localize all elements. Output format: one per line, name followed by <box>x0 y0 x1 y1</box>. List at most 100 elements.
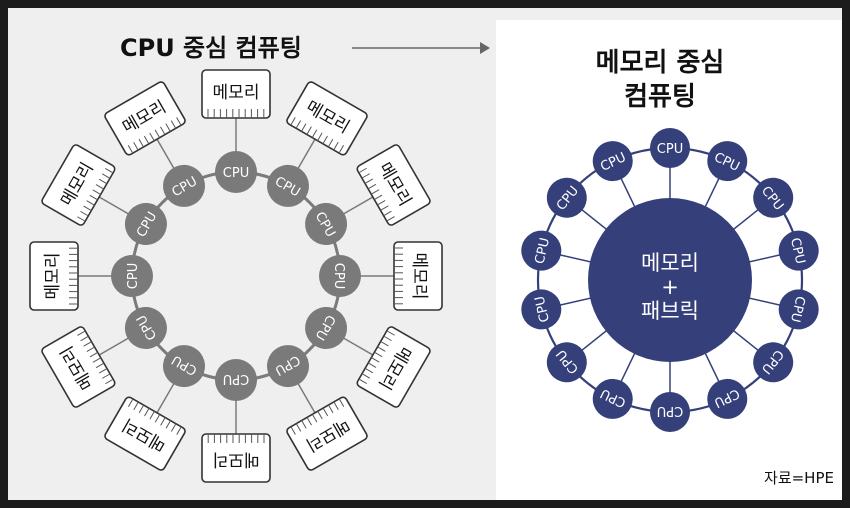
cpu-label: CPU <box>331 263 346 289</box>
cpu-node-circle <box>319 255 361 297</box>
cpu-node: CPU <box>592 378 633 419</box>
cpu-node-circle <box>163 345 205 388</box>
memory-pin <box>367 362 377 368</box>
cpu-node-circle <box>305 203 348 245</box>
cpu-node: CPU <box>267 345 309 388</box>
cpu-node-circle <box>707 141 748 182</box>
memory-pin <box>371 357 380 363</box>
memory-pin <box>98 368 108 374</box>
cpu-node-circle <box>124 203 167 245</box>
memory-pin <box>133 142 139 151</box>
memory-module-body <box>201 433 271 483</box>
memory-fabric-hub <box>588 198 752 362</box>
cpu-node-circle <box>778 289 819 330</box>
memory-centric-title-line1: 메모리 중심 <box>595 48 725 78</box>
cpu-node: CPU <box>650 392 690 432</box>
cpu-node: CPU <box>215 359 257 401</box>
memory-module: 메모리 <box>201 69 271 119</box>
memory-module: 메모리 <box>104 81 186 156</box>
cpu-label: CPU <box>657 403 683 418</box>
memory-centric-title-line2: 컴퓨팅 <box>624 82 696 112</box>
memory-pin <box>144 407 150 417</box>
cpu-label: CPU <box>657 142 683 157</box>
memory-pin <box>170 423 177 432</box>
cpu-node: CPU <box>707 141 748 182</box>
cpu-label: CPU <box>533 236 554 265</box>
memory-module-body <box>41 326 116 408</box>
memory-pin <box>383 210 392 217</box>
memory-pin <box>361 373 371 379</box>
memory-pin <box>311 129 318 138</box>
memory-pin <box>295 120 302 129</box>
memory-module-body <box>356 326 431 408</box>
cpu-node-circle <box>707 378 748 419</box>
memory-pin <box>386 330 395 336</box>
memory-pin <box>143 135 150 145</box>
memory-pin <box>306 417 312 426</box>
cpu-label: CPU <box>126 263 141 289</box>
memory-pin <box>290 426 296 435</box>
memory-pin <box>80 210 89 217</box>
memory-pin <box>301 123 307 132</box>
cpu-node-circle <box>215 359 257 401</box>
memory-pin <box>77 330 86 336</box>
cpu-node-circle <box>592 141 633 182</box>
memory-module-body <box>104 81 186 156</box>
memory-pin <box>176 117 182 126</box>
cpu-node: CPU <box>111 255 153 297</box>
memory-module: 메모리 <box>41 144 116 226</box>
memory-pin <box>83 341 92 347</box>
cpu-node-circle <box>215 151 257 193</box>
memory-pin <box>105 167 114 174</box>
cpu-ring <box>130 170 342 382</box>
cpu-node-circle <box>546 177 587 218</box>
cpu-node: CPU <box>592 141 633 182</box>
memory-pin <box>374 351 383 358</box>
memory-pin <box>377 200 386 206</box>
memory-pin <box>95 362 105 369</box>
memory-pin <box>361 173 370 179</box>
memory-pin <box>322 407 329 417</box>
cpu-centric-title: CPU 중심 컴퓨팅 <box>120 34 302 62</box>
cpu-node: CPU <box>215 151 257 193</box>
cpu-label: CPU <box>223 166 249 181</box>
memory-module: 메모리 <box>286 396 368 471</box>
cpu-label: CPU <box>787 294 808 323</box>
memory-module-body <box>286 396 368 471</box>
memory-pin <box>327 138 334 148</box>
memory-module-body <box>201 69 271 119</box>
memory-pin <box>92 357 102 363</box>
memory-pin <box>149 411 155 420</box>
cpu-node-circle <box>163 164 205 207</box>
memory-pin <box>80 335 89 342</box>
memory-pin <box>77 216 86 222</box>
memory-pin <box>301 420 307 429</box>
memory-module: 메모리 <box>356 326 431 408</box>
cpu-node: CPU <box>778 230 819 271</box>
cpu-node: CPU <box>267 164 309 207</box>
cpu-label: CPU <box>223 371 249 386</box>
memory-pin <box>317 410 323 420</box>
memory-pin <box>165 123 171 132</box>
memory-pin <box>154 414 161 423</box>
hub-label-fabric: 패브릭 <box>641 299 699 323</box>
memory-pin <box>160 126 166 135</box>
cpu-node-circle <box>305 307 348 349</box>
memory-pin <box>154 129 161 138</box>
memory-pin <box>377 346 386 352</box>
memory-pin <box>306 126 312 135</box>
memory-pin <box>358 378 367 385</box>
memory-centric-title: 메모리 중심 컴퓨팅 <box>560 46 760 114</box>
cpu-node: CPU <box>124 203 167 245</box>
cpu-node-circle <box>267 164 309 207</box>
cpu-node-circle <box>111 255 153 297</box>
memory-module-body <box>41 144 116 226</box>
memory-pin <box>127 145 134 154</box>
cpu-node-circle <box>753 342 794 383</box>
memory-module: 메모리 <box>201 433 271 483</box>
memory-pin <box>138 138 144 148</box>
cpu-node: CPU <box>521 289 562 330</box>
cpu-node: CPU <box>707 378 748 419</box>
